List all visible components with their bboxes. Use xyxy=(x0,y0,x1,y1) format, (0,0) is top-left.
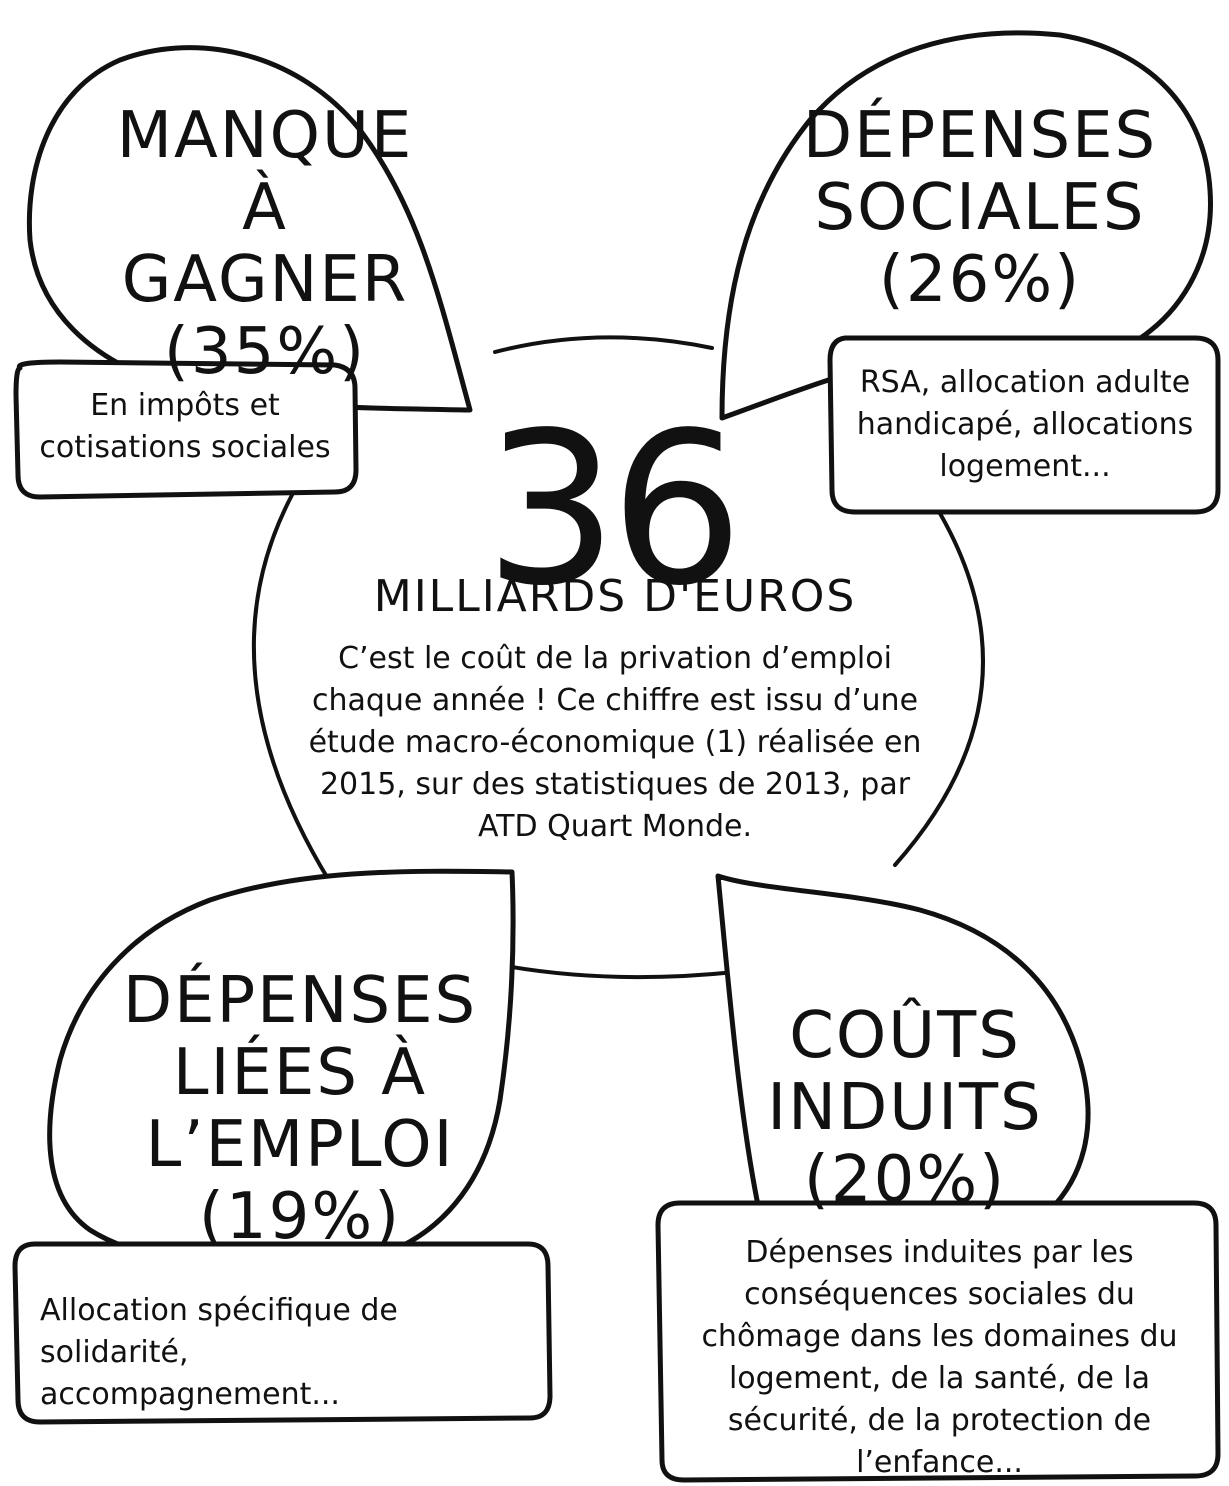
center-arc-right xyxy=(893,498,985,867)
title-line: DÉPENSES xyxy=(802,99,1158,173)
note-depenses-sociales: RSA, allocation adulte handicapé, alloca… xyxy=(856,365,1194,484)
center-arc-left xyxy=(251,493,332,884)
note-couts-induits: Dépenses induites par les conséquences s… xyxy=(701,1235,1178,1480)
title-line: INDUITS xyxy=(767,1071,1043,1145)
center-description: C’est le coût de la privation d’emploi c… xyxy=(308,641,922,844)
bubble-depenses-emploi xyxy=(47,868,516,1270)
title-depenses-emploi: DÉPENSES LIÉES À L’EMPLOI (19%) xyxy=(110,965,490,1253)
center-arc-top xyxy=(493,335,714,354)
note-box-manque xyxy=(13,359,359,500)
title-line: COÛTS xyxy=(789,999,1021,1073)
note-box-couts-induits xyxy=(655,1200,1221,1483)
note-manque: En impôts et cotisations sociales xyxy=(39,388,331,465)
title-line: L’EMPLOI xyxy=(145,1108,455,1182)
title-line: (19%) xyxy=(198,1180,402,1254)
title-line: À GAGNER xyxy=(121,171,409,317)
center-arc-bottom xyxy=(498,963,737,980)
title-line: DÉPENSES xyxy=(122,964,478,1038)
note-box-depenses-sociales xyxy=(827,335,1221,515)
title-line: (20%) xyxy=(803,1143,1007,1217)
bubble-couts-induits xyxy=(715,873,1091,1229)
title-line: LIÉES À xyxy=(172,1036,428,1110)
title-line: (26%) xyxy=(878,243,1082,317)
title-line: SOCIALES xyxy=(814,171,1146,245)
center-number: 36 xyxy=(484,387,743,632)
title-manque: MANQUE À GAGNER (35%) xyxy=(95,100,435,388)
note-depenses-emploi: Allocation spécifique de solidarité, acc… xyxy=(40,1293,398,1412)
title-depenses-sociales: DÉPENSES SOCIALES (26%) xyxy=(800,100,1160,316)
center-unit: MILLIARDS D'EUROS xyxy=(373,571,857,622)
title-line: (35%) xyxy=(163,315,367,389)
title-couts-induits: COÛTS INDUITS (20%) xyxy=(760,1000,1050,1216)
title-line: MANQUE xyxy=(116,99,414,173)
note-box-depenses-emploi xyxy=(12,1241,553,1425)
